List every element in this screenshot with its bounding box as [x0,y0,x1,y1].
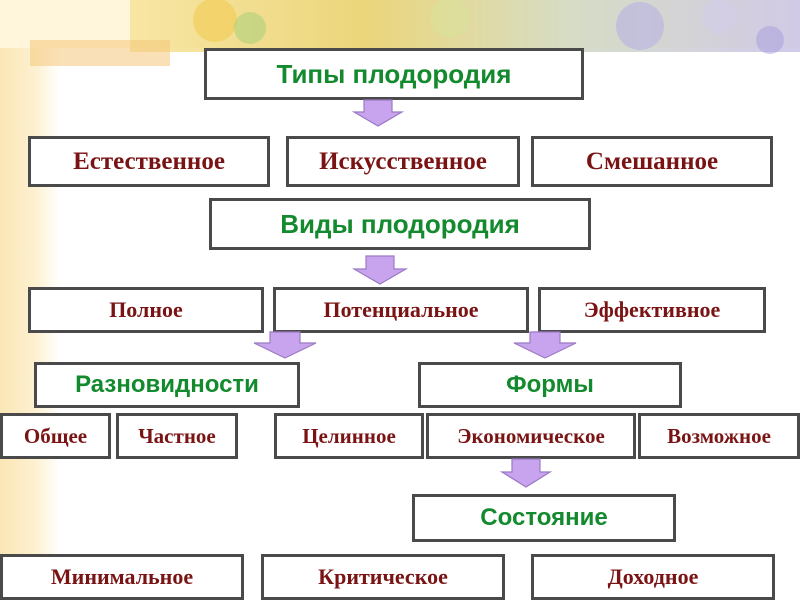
state-critical-box: Критическое [261,554,505,600]
variety-partial-box: Частное [116,413,238,459]
variety-partial-label: Частное [138,423,216,448]
down-arrow-icon [352,99,404,127]
forms-title: Формы [506,371,594,398]
kinds-title-box: Виды плодородия [209,198,591,250]
type-natural-box: Естественное [28,136,270,187]
state-profitable-box: Доходное [531,554,775,600]
kind-potential-box: Потенциальное [273,287,529,333]
down-arrow-icon [352,255,408,285]
state-minimal-label: Минимальное [50,564,194,589]
state-title-box: Состояние [412,494,676,542]
variety-general-box: Общее [0,413,111,459]
down-arrow-icon [253,331,317,359]
form-possible-box: Возможное [638,413,800,459]
state-minimal-box: Минимальное [0,554,244,600]
state-profitable-label: Доходное [607,564,699,589]
form-economic-label: Экономическое [457,423,605,448]
forms-title-box: Формы [418,362,682,408]
types-title-box: Типы плодородия [204,48,584,100]
type-mixed-label: Смешанное [585,147,719,175]
form-virgin-label: Целинное [302,423,396,448]
kind-full-box: Полное [28,287,264,333]
state-critical-label: Критическое [318,564,448,589]
kind-potential-label: Потенциальное [323,297,479,322]
kind-effective-label: Эффективное [583,297,721,322]
kind-effective-box: Эффективное [538,287,766,333]
type-artificial-box: Искусственное [286,136,520,187]
types-title: Типы плодородия [276,58,512,89]
kinds-title: Виды плодородия [280,208,520,239]
type-artificial-label: Искусственное [319,147,487,175]
down-arrow-icon [500,458,552,488]
variety-general-label: Общее [23,423,88,448]
down-arrow-icon [513,331,577,359]
kind-full-label: Полное [109,297,183,322]
form-economic-box: Экономическое [426,413,636,459]
state-title: Состояние [480,504,608,531]
type-natural-label: Естественное [73,147,225,175]
varieties-title: Разновидности [75,371,259,398]
type-mixed-box: Смешанное [531,136,773,187]
varieties-title-box: Разновидности [34,362,300,408]
form-possible-label: Возможное [667,423,771,448]
form-virgin-box: Целинное [274,413,424,459]
